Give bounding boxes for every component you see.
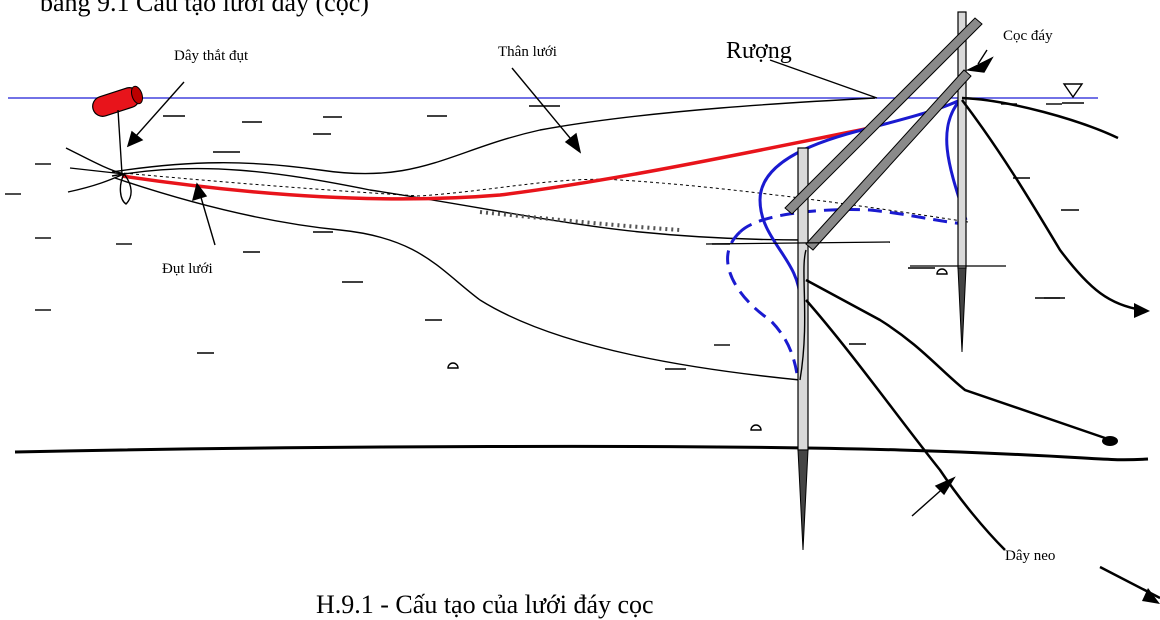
water-level-symbol (1062, 83, 1084, 99)
net-bottom-edge (114, 177, 801, 381)
seabed-symbols (447, 268, 948, 431)
red-rope (121, 126, 871, 201)
label-coc-day: Cọc đáy (1003, 28, 1053, 44)
net-lower-edge (111, 167, 806, 241)
label-ruong: Rượng (726, 38, 792, 64)
anchor-weight (1102, 436, 1118, 446)
crossbar-front-horizontal (705, 241, 891, 245)
ruong-bar-1 (784, 17, 983, 215)
label-pointers (126, 49, 994, 517)
anchor-arrow-2 (1134, 303, 1150, 318)
anchor-arrow-4 (1142, 588, 1160, 604)
figure-caption: H.9.1 - Cấu tạo của lưới đáy cọc (316, 590, 654, 619)
stake-front (797, 147, 809, 551)
label-dut-luoi: Đụt lưới (162, 261, 213, 277)
top-caption-fragment: bảng 9.1 Cấu tạo lưới đáy (cọc) (0, 0, 420, 17)
label-day-that-dut: Dây thắt đụt (174, 48, 249, 64)
codend-knot (119, 173, 132, 205)
anchor-rope-4 (805, 299, 1006, 551)
label-day-neo: Dây neo (1005, 548, 1056, 564)
codend-tail (65, 147, 127, 193)
label-than-luoi: Thân lưới (498, 44, 557, 60)
net-hatched-seam (479, 210, 681, 232)
mouth-dashed-top (738, 208, 967, 234)
buoy-line (117, 109, 123, 175)
net-upper-edge (111, 97, 876, 175)
seabed-line (14, 444, 1149, 462)
anchor-rope-1 (961, 96, 1119, 140)
stake-rear (957, 11, 967, 353)
net-front-edge (799, 249, 807, 381)
codend-tie (69, 167, 125, 175)
ruong-bar-2 (805, 69, 972, 251)
mouth-dashed-bottom (726, 230, 800, 381)
top-caption-text: bảng 9.1 Cấu tạo lưới đáy (cọc) (40, 0, 369, 17)
buoy-float (92, 85, 144, 117)
anchor-rope-3 (805, 278, 1106, 440)
anchor-rope-2 (961, 99, 1143, 312)
